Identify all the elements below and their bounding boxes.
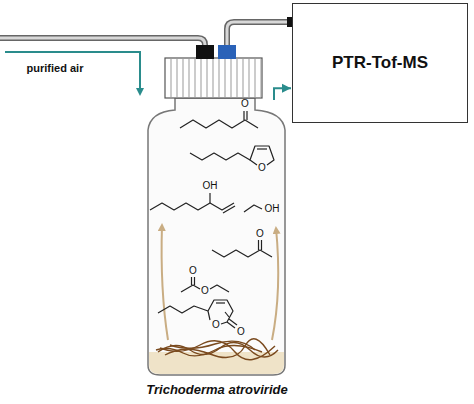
atom-label: O [256, 229, 264, 239]
atom-label: O [258, 163, 266, 173]
culture-bottle: Trichoderma atroviride [122, 98, 312, 400]
atom-label: O [212, 320, 220, 330]
instrument-box: PTR-Tof-MS [292, 3, 468, 123]
instrument-label: PTR-Tof-MS [332, 53, 428, 73]
atom-label: OH [203, 181, 218, 191]
atom-label: O [237, 327, 245, 337]
atom-label: OH [265, 204, 280, 214]
organism-label: Trichoderma atroviride [122, 382, 312, 397]
atom-label: O [201, 286, 209, 296]
flow-label: purified air [27, 63, 84, 74]
atom-label: O [241, 99, 249, 109]
flow-arrow [274, 84, 291, 100]
atom-label: O [189, 266, 197, 276]
